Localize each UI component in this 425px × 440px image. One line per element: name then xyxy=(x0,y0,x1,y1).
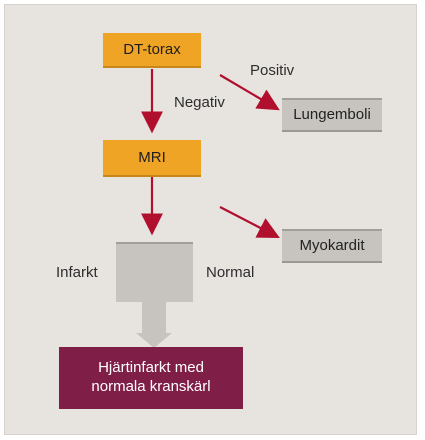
myokardit-label: Myokardit xyxy=(299,237,365,254)
funnel-shape xyxy=(116,243,193,348)
dt-torax-box: DT-torax xyxy=(103,33,201,68)
negativ-label: Negativ xyxy=(174,94,225,111)
result-line-2: normala kranskärl xyxy=(91,378,211,395)
mri-box: MRI xyxy=(103,140,201,177)
normal-label: Normal xyxy=(206,264,255,281)
dt-torax-label: DT-torax xyxy=(123,40,181,58)
mri-label: MRI xyxy=(138,148,166,166)
result-box: Hjärtinfarkt med normala kranskärl xyxy=(59,347,243,409)
arrow-dt-to-lungemboli xyxy=(219,74,280,111)
result-line-1: Hjärtinfarkt med xyxy=(98,359,204,377)
lungemboli-box: Lungemboli xyxy=(282,98,382,132)
positiv-label: Positiv xyxy=(250,62,295,79)
infarkt-label: Infarkt xyxy=(56,264,98,281)
lungemboli-label: Lungemboli xyxy=(293,106,371,123)
result-text: Hjärtinfarkt med normala kranskärl xyxy=(91,359,210,397)
myokardit-box: Myokardit xyxy=(282,229,382,263)
arrow-mri-to-myokardit xyxy=(219,206,280,239)
